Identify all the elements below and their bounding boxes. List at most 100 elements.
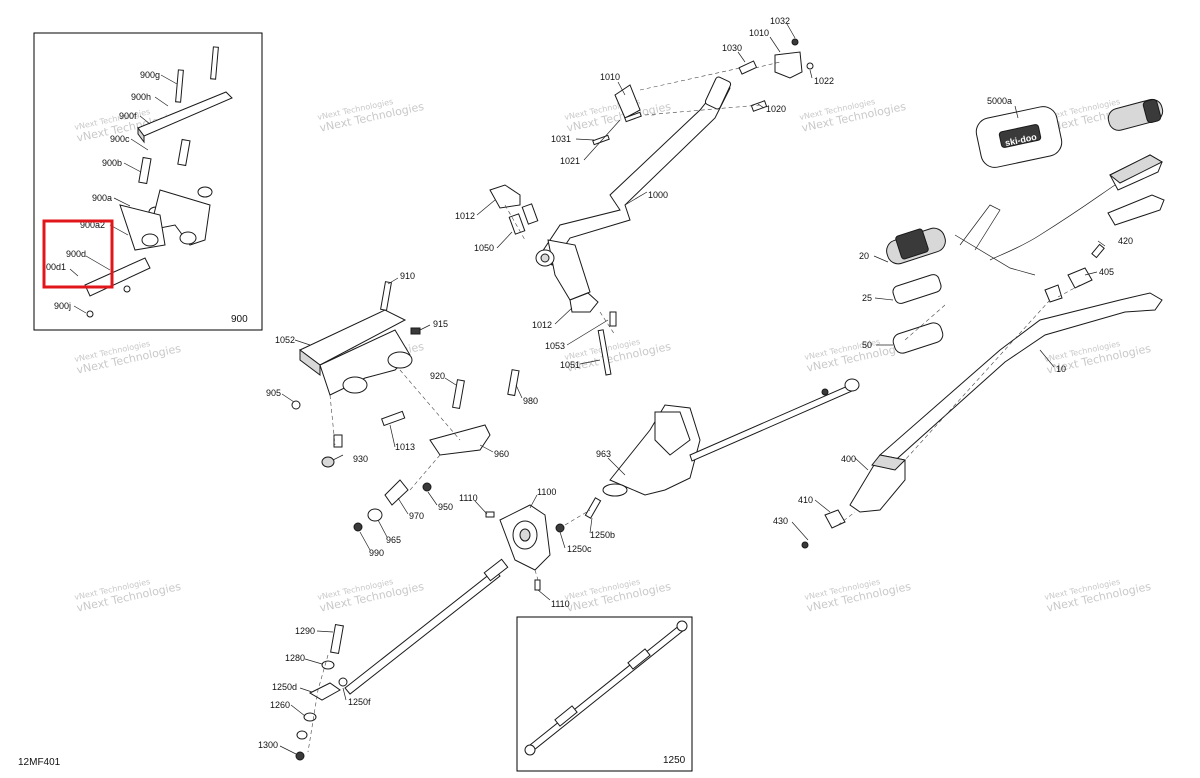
label-980: 980 bbox=[523, 396, 538, 406]
part-1012-block-lower[interactable] bbox=[569, 292, 599, 313]
part-50-grip-cover[interactable] bbox=[891, 321, 945, 355]
part-405-clamp[interactable] bbox=[1067, 267, 1093, 289]
part-1250b-tie-rod[interactable] bbox=[344, 558, 509, 695]
part-965-bushing[interactable] bbox=[367, 508, 383, 522]
part-1260-washer[interactable] bbox=[303, 712, 317, 722]
label-405: 405 bbox=[1099, 267, 1114, 277]
label-960: 960 bbox=[494, 449, 509, 459]
inset-1250-label: 1250 bbox=[663, 755, 686, 766]
part-950-nut[interactable] bbox=[422, 482, 432, 492]
part-400-riser-clamp[interactable] bbox=[849, 454, 907, 513]
part-1050-bushing[interactable] bbox=[508, 213, 526, 235]
label-900h: 900h bbox=[131, 92, 151, 102]
part-1110-screw-lower[interactable] bbox=[534, 579, 541, 591]
part-1300-nut[interactable] bbox=[295, 751, 305, 761]
label-1050: 1050 bbox=[474, 243, 494, 253]
part-1000-steering-column[interactable] bbox=[535, 76, 732, 301]
part-20-grip-left[interactable] bbox=[884, 225, 948, 266]
label-420: 420 bbox=[1118, 236, 1133, 246]
part-915-nut[interactable] bbox=[410, 327, 421, 335]
label-1250d: 1250d bbox=[272, 682, 297, 692]
label-1280: 1280 bbox=[285, 653, 305, 663]
label-1290: 1290 bbox=[295, 626, 315, 636]
part-1052-support-bracket[interactable] bbox=[299, 309, 413, 396]
label-5000a: 5000a bbox=[987, 96, 1012, 106]
part-430-screw[interactable] bbox=[801, 541, 809, 549]
part-25-grip-insert[interactable] bbox=[891, 273, 942, 305]
steering-column-group: 1032 1010 1030 1022 1010 1020 1031 1021 … bbox=[455, 16, 834, 376]
part-980-bolt[interactable] bbox=[507, 369, 520, 397]
part-1250d-ball-joint[interactable] bbox=[308, 682, 341, 701]
part-1021-bolt[interactable] bbox=[624, 111, 642, 123]
document-code: 12MF401 bbox=[18, 757, 61, 768]
part-930-bushing[interactable] bbox=[321, 456, 335, 468]
part-1030-pin[interactable] bbox=[738, 60, 758, 75]
part-1250f-nut[interactable] bbox=[338, 677, 348, 687]
part-1100-steering-arm[interactable] bbox=[499, 504, 551, 571]
label-20: 20 bbox=[859, 251, 869, 261]
label-25: 25 bbox=[862, 293, 872, 303]
throttle-cable bbox=[989, 184, 1116, 261]
part-tie-rod-end[interactable] bbox=[821, 378, 860, 396]
part-1012-block-upper[interactable] bbox=[489, 184, 521, 209]
label-1012-upper: 1012 bbox=[455, 211, 475, 221]
part-1010-clamp[interactable] bbox=[614, 51, 803, 119]
handlebar-group: ski-doo bbox=[773, 96, 1165, 549]
part-1250c-nut[interactable] bbox=[555, 523, 565, 533]
label-1053: 1053 bbox=[545, 341, 565, 351]
part-hand-guard-lower[interactable] bbox=[1107, 194, 1165, 226]
inset-900-label: 900 bbox=[231, 314, 248, 325]
label-1032: 1032 bbox=[770, 16, 790, 26]
label-1250f: 1250f bbox=[348, 697, 371, 707]
part-1031-bolt[interactable] bbox=[592, 134, 610, 146]
part-1022-bolt[interactable] bbox=[806, 62, 814, 70]
label-900j: 900j bbox=[54, 301, 71, 311]
part-grip-right[interactable] bbox=[1106, 97, 1165, 132]
label-50: 50 bbox=[862, 340, 872, 350]
part-1110-screw-upper[interactable] bbox=[485, 511, 495, 518]
part-910-bolt[interactable] bbox=[380, 281, 392, 311]
label-1300: 1300 bbox=[258, 740, 278, 750]
label-1260: 1260 bbox=[270, 700, 290, 710]
part-990-nut[interactable] bbox=[353, 522, 363, 532]
label-1021: 1021 bbox=[560, 156, 580, 166]
part-1013-spacer[interactable] bbox=[380, 410, 406, 427]
label-1013: 1013 bbox=[395, 442, 415, 452]
part-5000a-handlebar-pad[interactable]: ski-doo bbox=[974, 104, 1065, 170]
label-10: 10 bbox=[1056, 364, 1066, 374]
part-1250-tie-rod-assembly[interactable] bbox=[524, 620, 688, 756]
part-1250-tie-rod-long[interactable] bbox=[689, 384, 853, 462]
part-1280-washer[interactable] bbox=[321, 660, 335, 670]
part-10-handlebar[interactable] bbox=[879, 292, 1163, 466]
tie-rod-group: 1110 1100 1250b 1250c 1110 963 bbox=[344, 378, 860, 695]
label-930: 930 bbox=[353, 454, 368, 464]
label-1051: 1051 bbox=[560, 360, 580, 370]
label-965: 965 bbox=[386, 535, 401, 545]
part-1020-pin[interactable] bbox=[750, 100, 768, 112]
label-400: 400 bbox=[841, 454, 856, 464]
label-970: 970 bbox=[409, 511, 424, 521]
label-920: 920 bbox=[430, 371, 445, 381]
part-1053-washer[interactable] bbox=[609, 311, 617, 327]
part-905-washer[interactable] bbox=[291, 400, 301, 410]
label-990: 990 bbox=[369, 548, 384, 558]
part-963-pitman-bracket[interactable] bbox=[602, 404, 701, 497]
label-430: 430 bbox=[773, 516, 788, 526]
part-hand-guard-upper[interactable] bbox=[1109, 154, 1164, 191]
label-1000: 1000 bbox=[648, 190, 668, 200]
part-970-arm[interactable] bbox=[384, 479, 409, 506]
part-410-clamp[interactable] bbox=[824, 509, 846, 529]
label-1110-upper: 1110 bbox=[459, 493, 478, 503]
part-900-assembly[interactable] bbox=[84, 46, 233, 318]
label-900c: 900c bbox=[110, 134, 130, 144]
part-920-bolt[interactable] bbox=[452, 379, 465, 410]
part-420-screw[interactable] bbox=[1091, 243, 1105, 259]
part-1290-bolt[interactable] bbox=[330, 623, 344, 655]
label-1100: 1100 bbox=[537, 487, 556, 497]
part-1032-nut[interactable] bbox=[791, 38, 799, 46]
inset-frame bbox=[516, 616, 693, 772]
part-1051-bolt[interactable] bbox=[597, 329, 612, 376]
part-1250b-bolt[interactable] bbox=[584, 497, 602, 519]
label-1010-upper: 1010 bbox=[749, 28, 769, 38]
inset-frame bbox=[33, 32, 263, 331]
